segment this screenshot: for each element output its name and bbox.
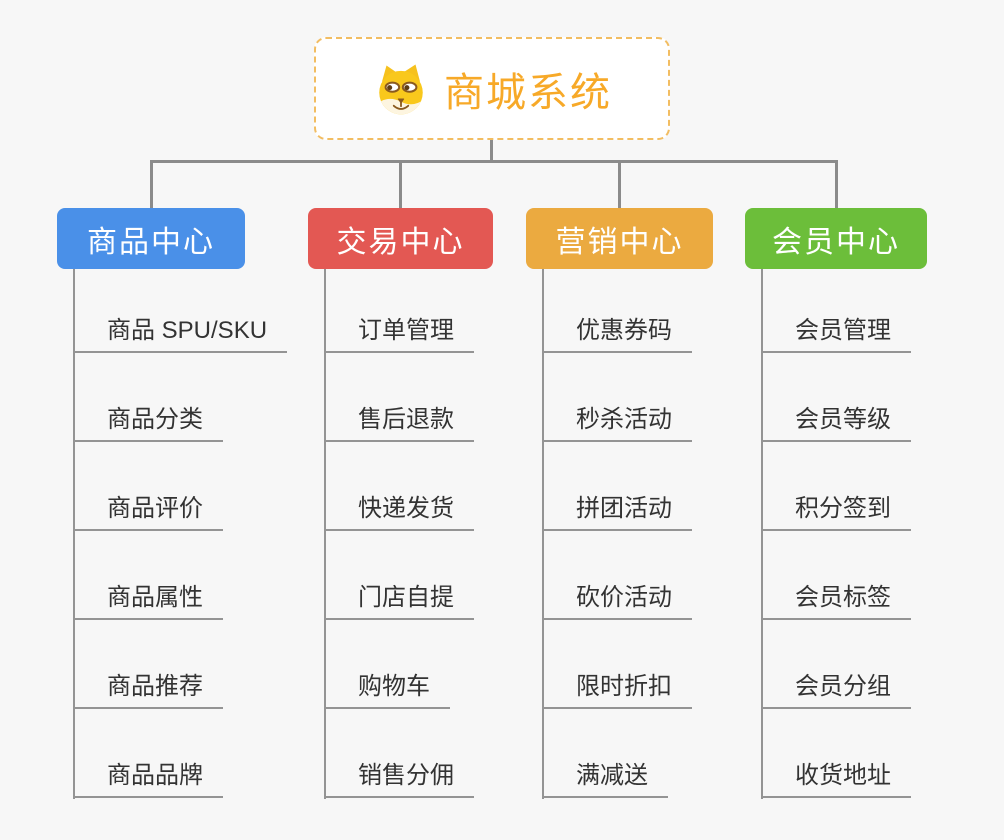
root-node[interactable]: 商城系统	[314, 37, 670, 140]
leaf-node-label: 优惠券码	[576, 317, 672, 344]
leaf-list: 优惠券码 秒杀活动 拼团活动 砍价活动 限时折扣 满减送	[542, 264, 692, 798]
leaf-node-label: 商品推荐	[107, 673, 203, 700]
leaf-node-label: 满减送	[576, 762, 648, 789]
leaf-node-label: 限时折扣	[576, 673, 672, 700]
connector-line	[150, 160, 838, 163]
leaf-node[interactable]: 商品评价	[73, 442, 223, 531]
leaf-node-label: 商品属性	[107, 584, 203, 611]
leaf-node-label: 商品品牌	[107, 762, 203, 789]
leaf-node-label: 会员等级	[795, 406, 891, 433]
branch-node-label: 营销中心	[555, 225, 684, 259]
leaf-node[interactable]: 商品属性	[73, 531, 223, 620]
leaf-node-label: 售后退款	[358, 406, 454, 433]
leaf-node-label: 门店自提	[358, 584, 454, 611]
branch-trunk-line	[73, 269, 75, 799]
leaf-node-label: 秒杀活动	[576, 406, 672, 433]
branch-node[interactable]: 商品中心	[57, 208, 245, 269]
leaf-node[interactable]: 满减送	[542, 709, 668, 798]
leaf-list: 会员管理 会员等级 积分签到 会员标签 会员分组 收货地址	[761, 264, 911, 798]
leaf-node[interactable]: 商品品牌	[73, 709, 223, 798]
branch-node[interactable]: 营销中心	[526, 208, 713, 269]
leaf-node[interactable]: 限时折扣	[542, 620, 692, 709]
branch-trunk-line	[761, 269, 763, 799]
leaf-node-label: 订单管理	[358, 317, 454, 344]
branch-node-label: 会员中心	[772, 225, 900, 259]
leaf-node-label: 收货地址	[795, 762, 891, 789]
leaf-node[interactable]: 门店自提	[324, 531, 474, 620]
leaf-node[interactable]: 购物车	[324, 620, 450, 709]
leaf-node-label: 砍价活动	[576, 584, 672, 611]
leaf-node-label: 会员标签	[795, 584, 891, 611]
leaf-list: 订单管理 售后退款 快递发货 门店自提 购物车 销售分佣	[324, 264, 474, 798]
leaf-node[interactable]: 收货地址	[761, 709, 911, 798]
leaf-node[interactable]: 售后退款	[324, 353, 474, 442]
leaf-node-label: 拼团活动	[576, 495, 672, 522]
leaf-node-label: 会员分组	[795, 673, 891, 700]
leaf-node[interactable]: 优惠券码	[542, 264, 692, 353]
branch-trunk-line	[542, 269, 544, 799]
leaf-node[interactable]: 销售分佣	[324, 709, 474, 798]
doge-icon	[379, 64, 423, 114]
leaf-node-label: 积分签到	[795, 495, 891, 522]
leaf-node[interactable]: 会员等级	[761, 353, 911, 442]
leaf-node[interactable]: 商品推荐	[73, 620, 223, 709]
branch-node-label: 交易中心	[336, 225, 465, 259]
leaf-list: 商品 SPU/SKU 商品分类 商品评价 商品属性 商品推荐 商品品牌	[73, 264, 288, 798]
leaf-node-label: 商品分类	[107, 406, 203, 433]
leaf-node[interactable]: 商品分类	[73, 353, 223, 442]
branch: 交易中心 订单管理 售后退款 快递发货 门店自提 购物车 销售分佣	[308, 208, 493, 799]
branch: 营销中心 优惠券码 秒杀活动 拼团活动 砍价活动 限时折扣 满减送	[526, 208, 713, 799]
leaf-node[interactable]: 积分签到	[761, 442, 911, 531]
leaf-node[interactable]: 会员管理	[761, 264, 911, 353]
branch-node[interactable]: 会员中心	[745, 208, 927, 269]
branch-trunk-line	[324, 269, 326, 799]
leaf-node-label: 商品评价	[107, 495, 203, 522]
leaf-node-label: 销售分佣	[358, 762, 454, 789]
leaf-node[interactable]: 快递发货	[324, 442, 474, 531]
leaf-node[interactable]: 会员标签	[761, 531, 911, 620]
root-node-title: 商城系统	[444, 70, 612, 115]
connector-line	[490, 140, 493, 161]
leaf-node-label: 快递发货	[358, 495, 454, 522]
leaf-node[interactable]: 会员分组	[761, 620, 911, 709]
leaf-node-label: 会员管理	[795, 317, 891, 344]
leaf-node-label: 商品 SPU/SKU	[107, 317, 268, 344]
leaf-node[interactable]: 砍价活动	[542, 531, 692, 620]
leaf-node-label: 购物车	[358, 673, 430, 700]
branch-node-label: 商品中心	[87, 225, 215, 259]
connector-line	[399, 160, 402, 208]
leaf-node[interactable]: 秒杀活动	[542, 353, 692, 442]
branch: 会员中心 会员管理 会员等级 积分签到 会员标签 会员分组 收货地址	[745, 208, 927, 799]
connector-line	[835, 160, 838, 208]
leaf-node[interactable]: 拼团活动	[542, 442, 692, 531]
connector-line	[150, 160, 153, 208]
branch-node[interactable]: 交易中心	[308, 208, 493, 269]
connector-line	[618, 160, 621, 208]
leaf-node[interactable]: 商品 SPU/SKU	[73, 264, 288, 353]
leaf-node[interactable]: 订单管理	[324, 264, 474, 353]
branch: 商品中心 商品 SPU/SKU 商品分类 商品评价 商品属性 商品推荐 商品品牌	[57, 208, 288, 799]
